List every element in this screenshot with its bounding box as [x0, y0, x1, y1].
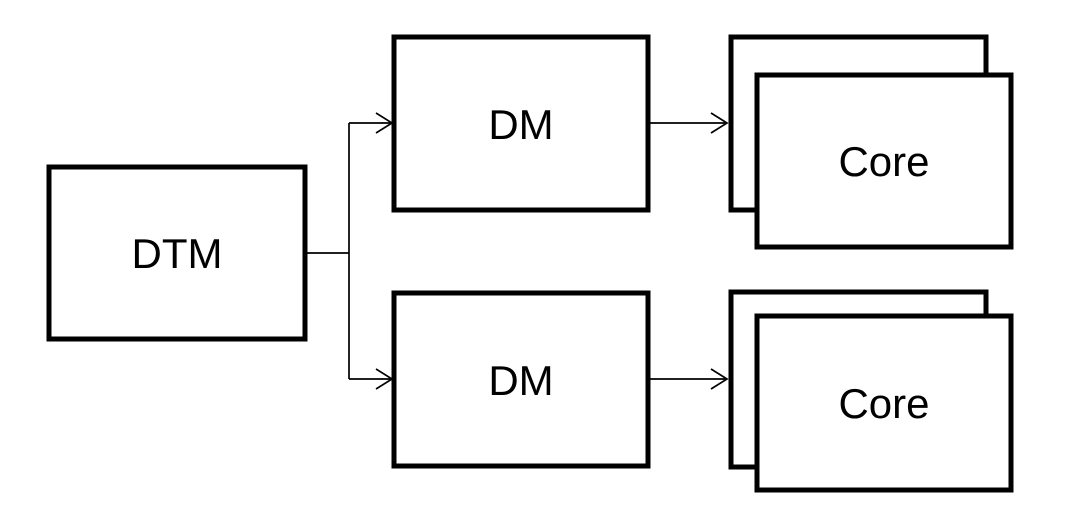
core-top-front-box [754, 72, 1014, 250]
core-bottom-label: Core [838, 380, 929, 427]
node-core-bottom-stack: Core [728, 289, 1014, 493]
arrowhead-core-bottom [710, 368, 729, 390]
connector-dm-bottom-to-core [648, 368, 729, 390]
core-top-label: Core [838, 138, 929, 185]
arrowhead-core-top [710, 112, 729, 134]
core-bottom-front-box [754, 313, 1014, 493]
dm-bottom-box [391, 290, 651, 469]
dtm-label: DTM [132, 230, 223, 277]
connector-dm-top-to-core [648, 112, 729, 134]
node-dtm: DTM [46, 164, 308, 342]
node-dm-top: DM [391, 34, 651, 213]
dtm-box [46, 164, 308, 342]
connector-dtm-split [305, 112, 394, 390]
dm-top-box [391, 34, 651, 213]
dm-top-label: DM [488, 101, 553, 148]
node-dm-bottom: DM [391, 290, 651, 469]
node-core-top-stack: Core [728, 34, 1014, 250]
dm-bottom-label: DM [488, 357, 553, 404]
